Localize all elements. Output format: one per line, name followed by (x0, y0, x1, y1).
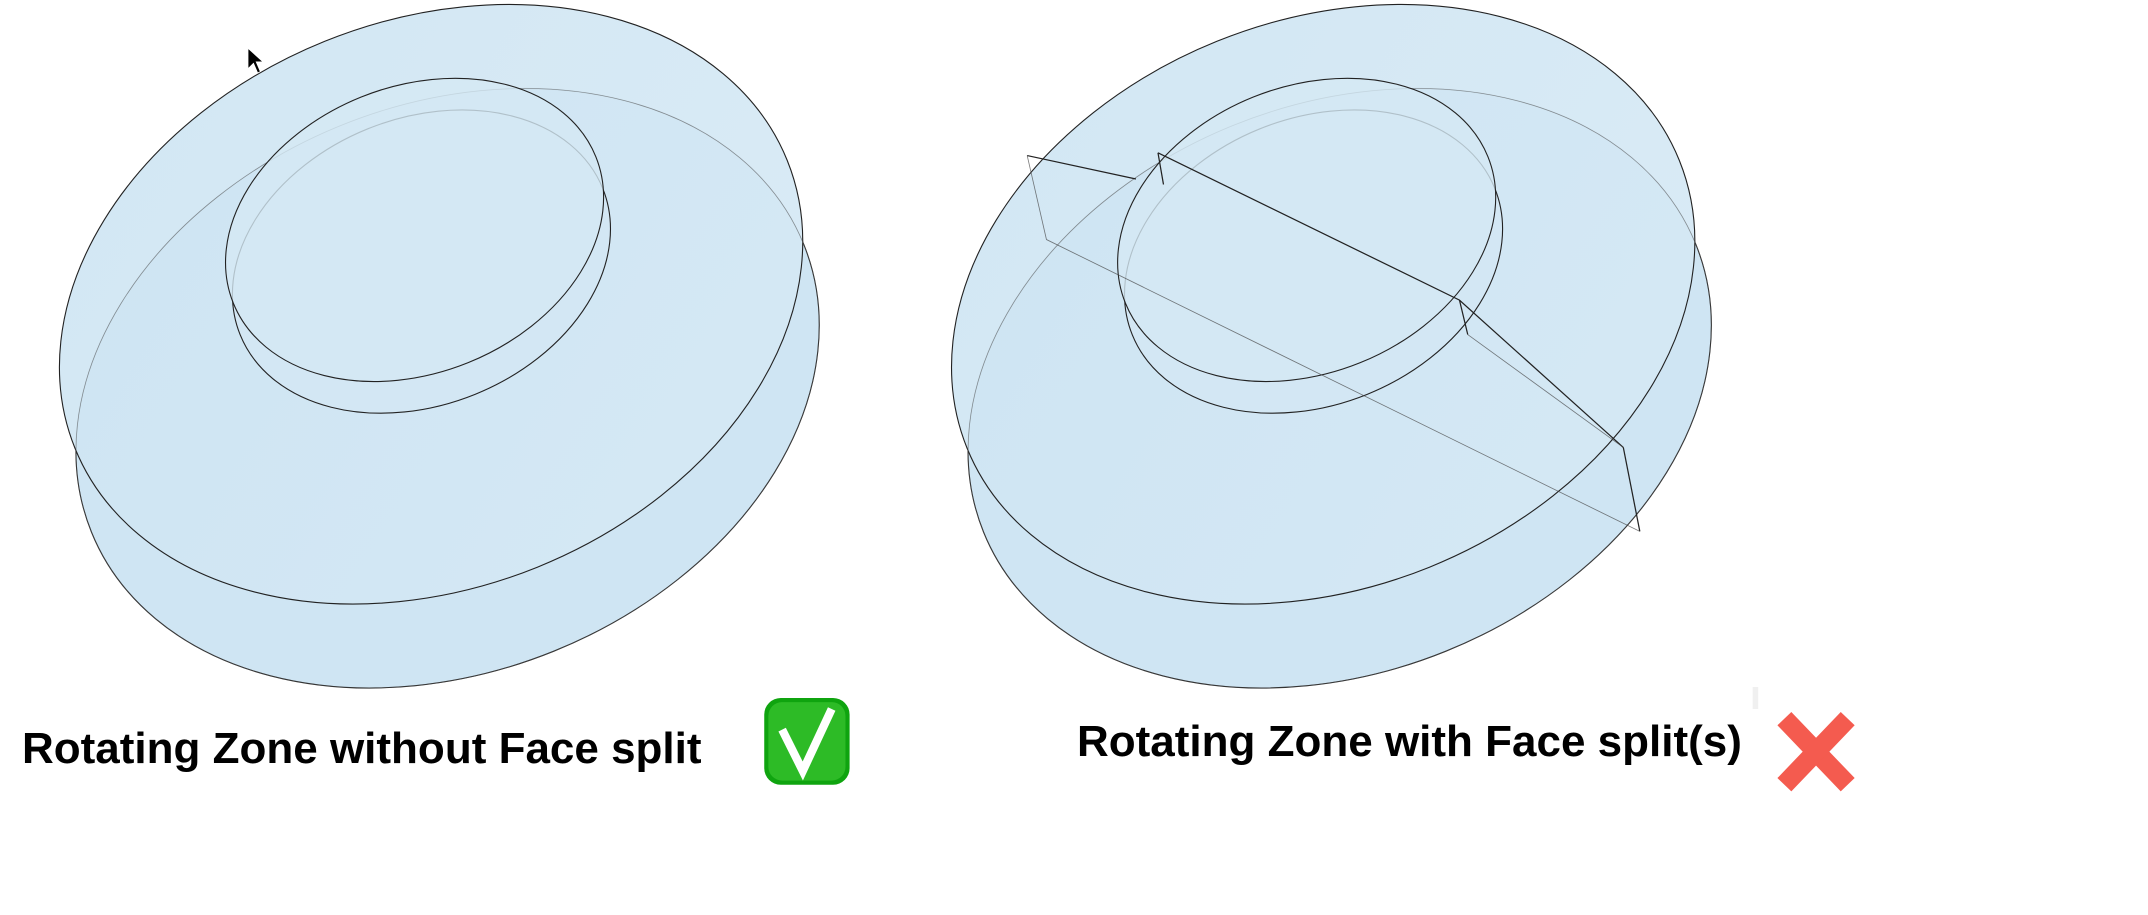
mouse-cursor-icon (247, 47, 265, 74)
check-mark-icon (764, 697, 850, 785)
caption-with-split: Rotating Zone with Face split(s) (1077, 717, 1742, 766)
cross-mark-icon (1777, 711, 1855, 792)
rotating-zone-without-split (58, 3, 820, 689)
face-split-lines (1027, 152, 1641, 532)
faint-marker (1752, 686, 1759, 710)
rotating-zone-with-split (950, 3, 1712, 689)
caption-without-split: Rotating Zone without Face split (22, 724, 702, 773)
